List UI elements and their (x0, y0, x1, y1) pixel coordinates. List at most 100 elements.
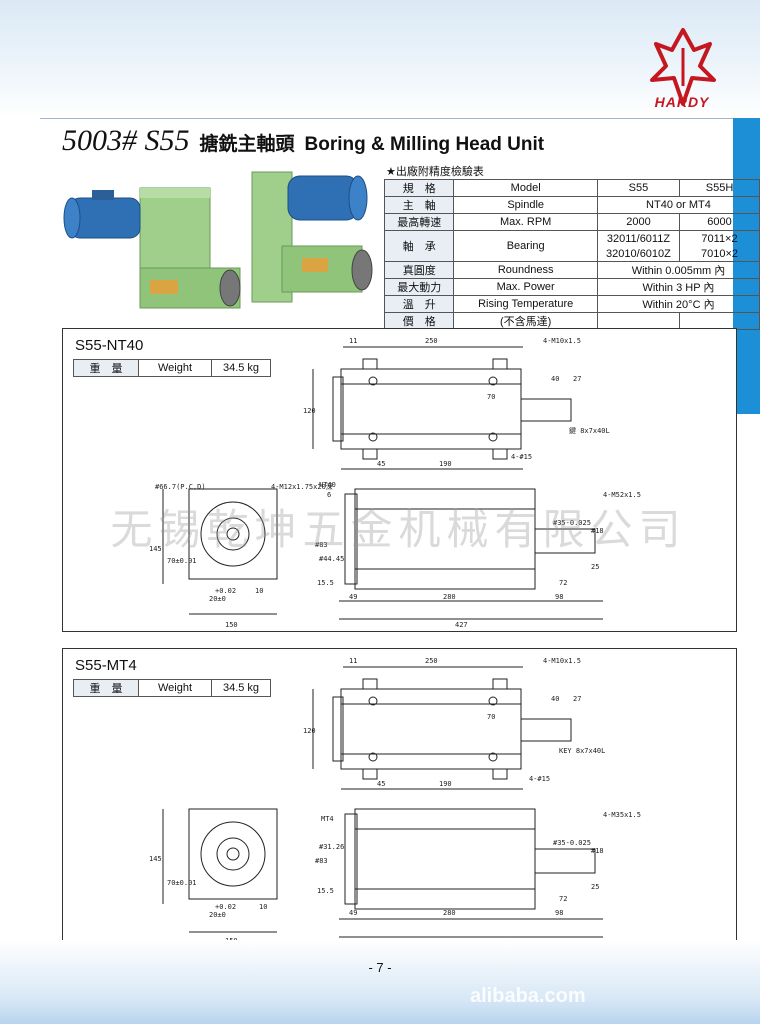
dim-label: 49 (349, 593, 357, 601)
spec-label-zh: 主 軸 (383, 196, 455, 214)
dim-label: 45 (377, 780, 385, 788)
dim-label: NT40 (319, 481, 336, 489)
spec-label-zh: 最大動力 (383, 278, 455, 296)
weight-table: 重 量 Weight 34.5 kg (73, 679, 271, 697)
dim-label: 27 (573, 695, 581, 703)
dim-label: 20±0 (209, 595, 226, 603)
dim-label: 72 (559, 579, 567, 587)
spec-label-zh: 最高轉速 (383, 213, 455, 231)
spec-value: Within 3 HP 內 (596, 278, 760, 296)
dim-label: 15.5 (317, 579, 334, 587)
dim-label: 280 (443, 909, 456, 917)
footer-watermark: alibaba.com (470, 985, 586, 1007)
dim-label: #18 (591, 847, 604, 855)
dim-label: 70 (487, 713, 495, 721)
dim-label: #83 (315, 541, 328, 549)
dim-label: 150 (225, 621, 238, 629)
spec-label-en: Roundness (453, 261, 598, 279)
dim-label: 20±0 (209, 911, 226, 919)
spec-label-zh: 溫 升 (383, 295, 455, 313)
spec-label-zh: 軸 承 (383, 230, 455, 262)
page-number: - 7 - (368, 960, 392, 975)
dim-label: +0.02 (215, 903, 236, 911)
dim-label: 45 (377, 460, 385, 468)
dim-label: 4-M35x1.5 (603, 811, 641, 819)
dim-label: 25 (591, 563, 599, 571)
dim-label: 40 (551, 695, 559, 703)
dim-label: 4-M10x1.5 (543, 657, 581, 665)
dim-label: #66.7(P.C.D) (155, 483, 206, 491)
drawing-section-mt4: S55-MT4 重 量 Weight 34.5 kg (62, 648, 737, 948)
spec-label-en: (不含馬達) (453, 312, 598, 330)
dim-label: MT4 (321, 815, 334, 823)
spec-value: Within 0.005mm 內 (596, 261, 760, 279)
logo-text: HARDY (654, 94, 710, 110)
dim-label: 98 (555, 909, 563, 917)
spec-value: 32010/6010Z (596, 246, 681, 262)
spec-row: 最高轉速 Max. RPM 2000 6000 (383, 213, 760, 231)
spec-label-en: Rising Temperature (453, 295, 598, 313)
dim-label: 70 (487, 393, 495, 401)
spec-row: 真圓度 Roundness Within 0.005mm 內 (383, 261, 760, 279)
dim-label: 49 (349, 909, 357, 917)
spec-label-zh: 真圓度 (383, 261, 455, 279)
spec-label-zh: 規 格 (383, 179, 455, 197)
section-title: S55-NT40 (75, 337, 144, 354)
dim-label: 4-M12x1.75x20深 (271, 482, 333, 491)
dim-label: 25 (591, 883, 599, 891)
dim-label: 6 (327, 491, 331, 499)
dim-label: 10 (259, 903, 267, 911)
dim-label: 10 (255, 587, 263, 595)
dim-label: 250 (425, 337, 438, 345)
product-photo-vertical (251, 171, 373, 303)
spec-value (596, 312, 681, 330)
page-title: 5003# S55 搪銑主軸頭 Boring & Milling Head Un… (62, 124, 545, 157)
dim-label: 11 (349, 657, 357, 665)
header-divider (40, 118, 760, 119)
spec-value: 32011/6011Z (596, 230, 681, 246)
dim-label: 15.5 (317, 887, 334, 895)
spec-value: S55 (596, 179, 681, 197)
dim-label: 190 (439, 780, 452, 788)
spec-row: 主 軸 Spindle NT40 or MT4 (383, 196, 760, 214)
spec-value: S55H (679, 179, 760, 197)
spec-label-en: Spindle (453, 196, 598, 214)
model-number: 5003# S55 (62, 124, 190, 157)
dim-label: KEY 8x7x40L (559, 747, 605, 755)
spec-value: Within 20°C 內 (596, 295, 760, 313)
spec-row: 軸 承 Bearing 32011/6011Z 7011×2 (383, 230, 760, 262)
dim-label: 280 (443, 593, 456, 601)
title-chinese: 搪銑主軸頭 (199, 133, 295, 155)
title-english: Boring & Milling Head Unit (304, 134, 545, 155)
dim-label: 120 (303, 407, 316, 415)
weight-value: 34.5 kg (211, 359, 271, 377)
spec-label-en: Model (453, 179, 598, 197)
header-background (0, 0, 760, 118)
section-title: S55-MT4 (75, 657, 137, 674)
spec-value: 2000 (596, 213, 681, 231)
technical-drawing-mt4: 11 250 4-M10x1.5 40 27 120 70 KEY 8x7x40… (149, 657, 641, 947)
spec-value (679, 312, 760, 330)
spec-row: 規 格 Model S55 S55H (383, 179, 760, 197)
spec-label-zh: 價 格 (383, 312, 455, 330)
spec-value: 7010×2 (679, 246, 760, 262)
technical-drawing-nt40: 11 250 4-M10x1.5 40 27 120 70 鍵 8x7x40L … (149, 337, 641, 629)
dim-label: #35-0.025 (553, 839, 591, 847)
dim-label: 250 (425, 657, 438, 665)
product-photo-horizontal (63, 187, 241, 309)
spec-row: 最大動力 Max. Power Within 3 HP 內 (383, 278, 760, 296)
spec-table: 規 格 Model S55 S55H 主 軸 Spindle NT40 or M… (383, 179, 760, 330)
dim-label: 145 (149, 855, 162, 863)
dim-label: 72 (559, 895, 567, 903)
dim-label: #83 (315, 857, 328, 865)
dim-label: 70±0.01 (167, 557, 197, 565)
spec-label-en: Bearing (453, 230, 598, 262)
dim-label: 70±0.01 (167, 879, 197, 887)
dim-label: 鍵 8x7x40L (569, 426, 610, 435)
dim-label: 4-M10x1.5 (543, 337, 581, 345)
dim-label: 190 (439, 460, 452, 468)
spec-value: NT40 or MT4 (596, 196, 760, 214)
dim-label: #18 (591, 527, 604, 535)
dim-label: 98 (555, 593, 563, 601)
dim-label: #31.26 (319, 843, 344, 851)
